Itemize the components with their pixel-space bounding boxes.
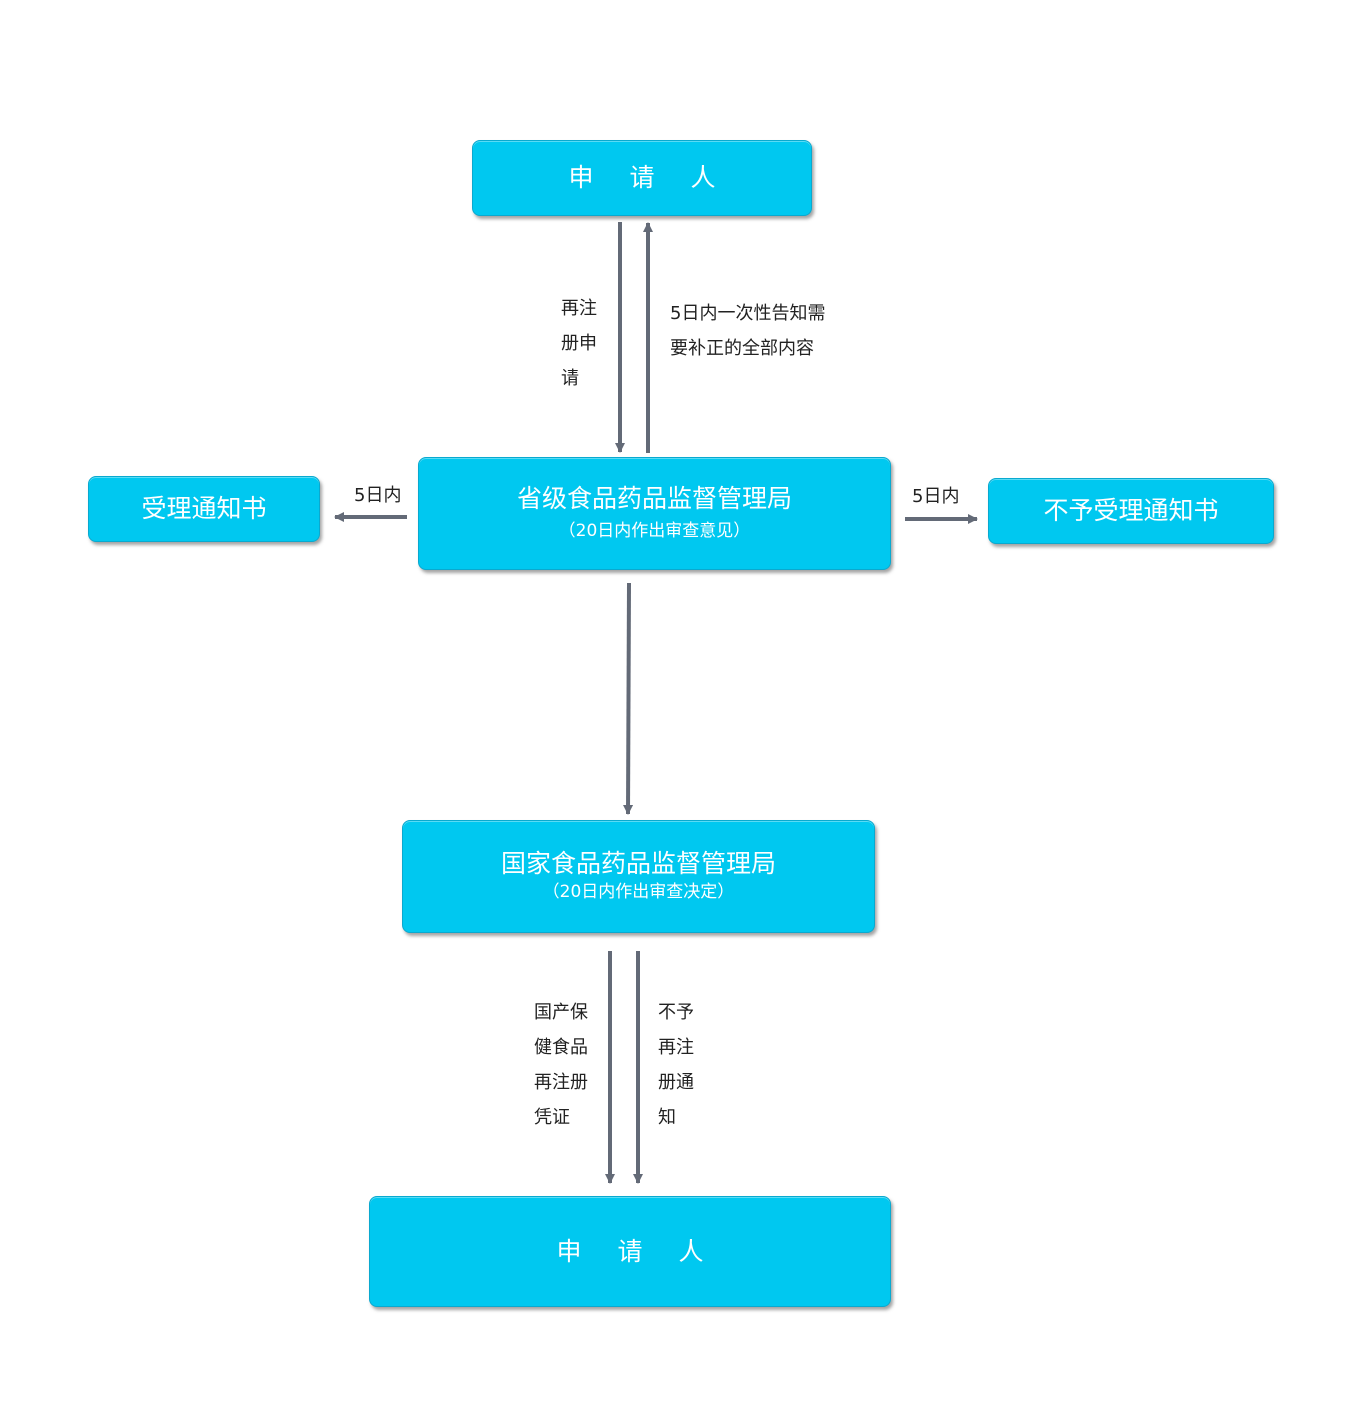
edge-label-to-reject: 5日内	[912, 486, 960, 507]
node-applicant-top-label: 申 请 人	[568, 163, 730, 192]
node-national-bureau: 国家食品药品监督管理局 （20日内作出审查决定）	[402, 820, 875, 933]
node-reject-notice-label: 不予受理通知书	[1043, 496, 1219, 525]
node-accept-notice-label: 受理通知书	[141, 494, 267, 523]
edge-label-no-reregister: 不予 再注 册通 知	[658, 1002, 694, 1128]
edge-label-supplement-notice: 5日内一次性告知需 要补正的全部内容	[670, 303, 826, 359]
node-national-bureau-sub: （20日内作出审查决定）	[542, 882, 735, 903]
node-applicant-bottom: 申 请 人	[369, 1196, 891, 1307]
edge-label-certificate: 国产保 健食品 再注册 凭证	[534, 1002, 588, 1128]
node-applicant-top: 申 请 人	[472, 140, 812, 216]
node-national-bureau-label: 国家食品药品监督管理局	[500, 849, 776, 879]
node-provincial-bureau-label: 省级食品药品监督管理局	[516, 484, 792, 514]
node-applicant-bottom-label: 申 请 人	[556, 1236, 718, 1266]
node-reject-notice: 不予受理通知书	[988, 478, 1274, 544]
node-provincial-bureau: 省级食品药品监督管理局 （20日内作出审查意见）	[418, 457, 891, 570]
node-provincial-bureau-sub: （20日内作出审查意见）	[558, 521, 751, 542]
arrow-to-national	[623, 582, 634, 815]
edge-label-reregister-apply: 再注 册申 请	[561, 298, 597, 389]
node-accept-notice: 受理通知书	[88, 476, 320, 542]
edge-label-to-accept: 5日内	[354, 485, 402, 506]
